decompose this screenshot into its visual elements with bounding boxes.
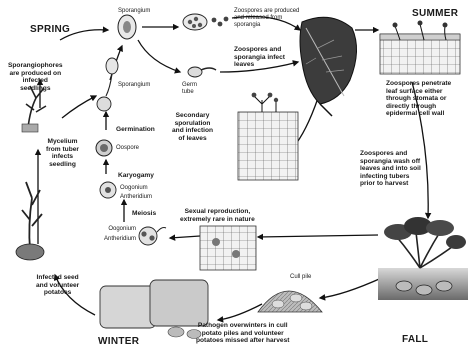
germ-tube-illustration [188,67,216,77]
potato-leaf-illustration [300,17,357,116]
cull-pile-illustration [258,291,322,312]
label-zoospores-wash: Zoospores and sporangia wash off leaves … [360,150,421,188]
secondary-sporulation-illustration [238,93,298,180]
label-antheridium-2: Antheridium [92,236,136,243]
season-summer: SUMMER [412,8,458,19]
label-sporangium-top: Sporangium [118,8,150,15]
fall-potato-plant-illustration [378,217,468,300]
karyogamy-illustration [100,182,116,198]
seed-potato-sacks-illustration [100,280,208,339]
label-antheridium-1: Antheridium [120,194,152,201]
label-meiosis: Meiosis [132,210,156,218]
infected-seedling-upper-illustration [22,86,46,132]
label-zoospores-released: Zoospores are produced and released from… [234,8,299,28]
label-mycelium: Mycelium from tuber infects seedling [46,138,79,168]
label-zoospores-infect-leaves: Zoospores and sporangia infect leaves [234,46,285,69]
label-karyogamy: Karyogamy [118,172,154,180]
label-sexual-reproduction: Sexual reproduction, extremely rare in n… [180,208,255,223]
sexual-reproduction-tissue-illustration [200,226,256,270]
arrow-fall-to-cullpile [320,275,388,298]
arrow-sexual-to-meiosis [170,236,200,238]
label-infected-seed: Infected seed and volunteer potatoes [36,274,79,297]
arrow-sporangium-to-germtube [138,40,180,72]
leaf-cross-section-illustration [380,21,460,75]
arrow-fall-to-sexual [258,235,378,237]
germinating-oospore-illustration [97,97,111,111]
label-oogonium-1: Oogonium [120,185,148,192]
label-sporangium-mid: Sporangium [118,82,150,89]
label-oogonium-2: Oogonium [96,226,136,233]
meiosis-illustration [139,227,166,245]
label-sporangiophores: Sporangiophores are produced on infected… [8,62,63,92]
label-cull-pile: Cull pile [290,274,311,281]
season-fall: FALL [402,334,428,345]
arrow-cullpile-to-winter [218,304,262,320]
sporangium-mid-illustration [106,58,118,96]
label-germination: Germination [116,126,155,134]
arrow-mycelium-to-seedling [62,96,96,118]
label-pathogen-overwinters: Pathogen overwinters in cull potato pile… [196,322,289,345]
infected-seedling-lower-illustration [16,182,44,260]
season-spring: SPRING [30,24,70,35]
season-winter: WINTER [98,336,139,347]
label-oospore: Oospore [116,145,139,152]
sporangium-top-illustration [118,15,136,39]
label-germ-tube: Germ tube [182,82,197,96]
label-secondary-sporulation: Secondary sporulation and infection of l… [172,112,213,142]
zoospores-illustration [183,14,228,30]
label-zoospores-penetrate: Zoospores penetrate leaf surface either … [386,80,451,118]
oospore-illustration [96,140,112,156]
